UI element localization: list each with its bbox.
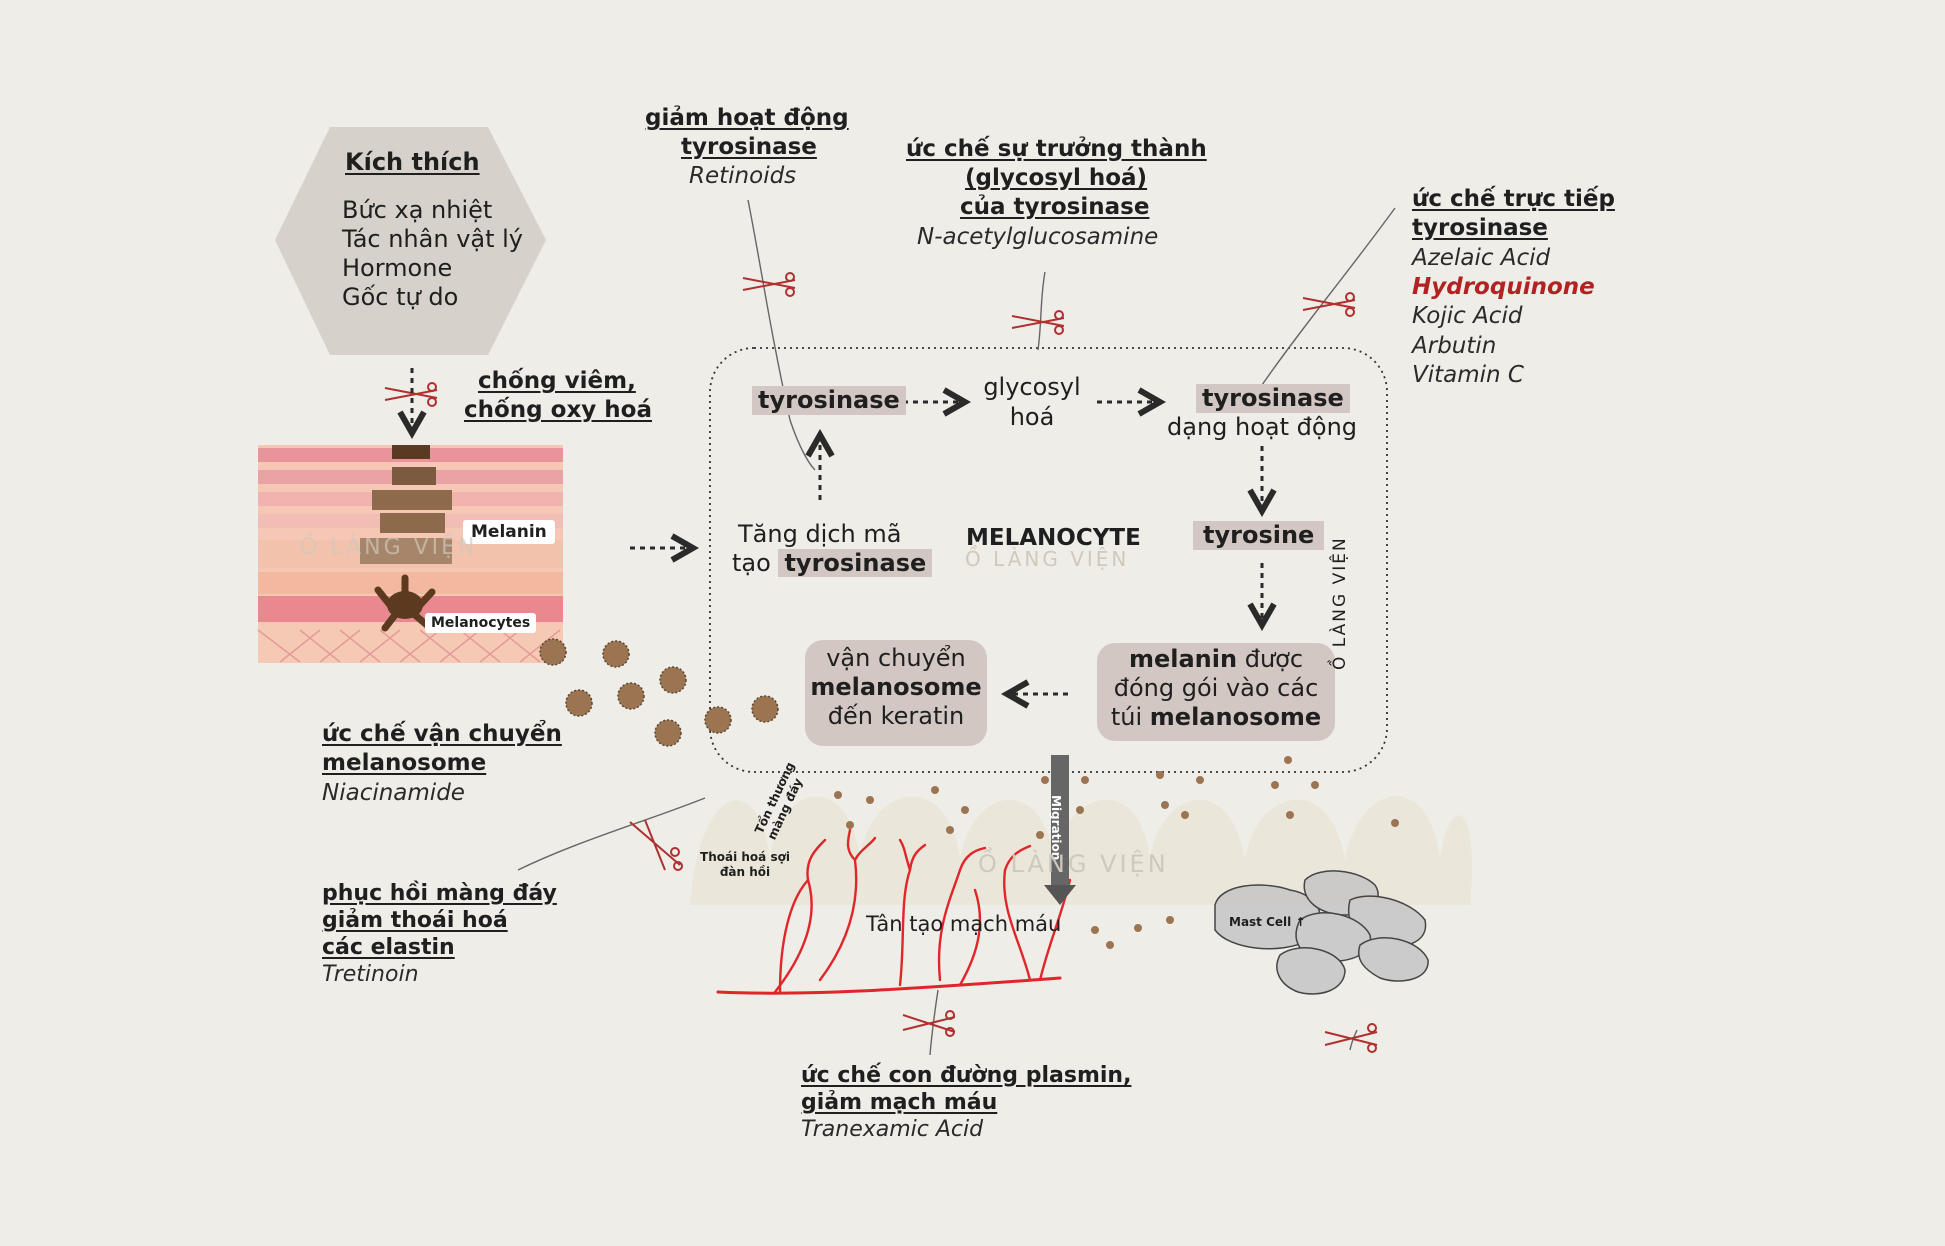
transport-box: vận chuyển melanosome đến keratin <box>805 640 987 746</box>
cell-watermark: Ồ LÀNG VIỆN <box>1330 536 1350 670</box>
active-tyrosinase-tag: tyrosinase <box>1196 384 1350 413</box>
tranexamic-agent: Tranexamic Acid <box>801 1117 984 1142</box>
transport-line-1: vận chuyển <box>826 644 966 672</box>
dermis-wave <box>690 796 1473 905</box>
glycosylation-heading-1: ức chế sự trưởng thành <box>906 136 1207 162</box>
tranexamic-heading-2: giảm mạch máu <box>801 1090 998 1115</box>
direct-inhibit-agent: Kojic Acid <box>1412 303 1523 329</box>
packaging-box: melanin được đóng gói vào các túi melano… <box>1097 643 1335 741</box>
mast-cells <box>1214 870 1429 995</box>
stimulus-title: Kích thích <box>345 148 480 176</box>
glycosylation-heading-2: (glycosyl hoá) <box>965 165 1148 191</box>
packaging-melanin: melanin <box>1128 645 1238 673</box>
direct-inhibit-agent-highlight: Hydroquinone <box>1412 274 1595 300</box>
elastin-line-1: Thoái hoá sợi <box>700 850 790 864</box>
stimulus-item: Hormone <box>342 254 453 282</box>
tyrosinase-tag: tyrosinase <box>752 386 906 415</box>
melanin-label: Melanin <box>463 520 555 544</box>
transcription-line-2: tạo tyrosinase <box>732 549 933 578</box>
stimulus-item: Tác nhân vật lý <box>342 225 524 253</box>
packaging-line-2: đóng gói vào các <box>1113 674 1319 702</box>
glycosylation-agent: N-acetylglucosamine <box>917 224 1159 250</box>
tretinoin-heading-1: phục hồi màng đáy <box>322 881 557 906</box>
melanosome-dots <box>539 638 779 747</box>
flow-arrows <box>412 368 1262 694</box>
retinoids-agent: Retinoids <box>689 163 797 189</box>
glycosyl-line-2: hoá <box>1009 403 1055 431</box>
migration-bar <box>1051 755 1069 885</box>
transcription-line-1: Tăng dịch mã <box>738 520 902 548</box>
active-form-label: dạng hoạt động <box>1167 413 1358 441</box>
anti-inflammation-line: chống viêm, <box>478 368 636 394</box>
tretinoin-heading-3: các elastin <box>322 935 455 960</box>
stimulus-item: Bức xạ nhiệt <box>342 196 493 224</box>
tranexamic-heading-1: ức chế con đường plasmin, <box>801 1063 1132 1088</box>
transcription-tyrosinase: tyrosinase <box>778 549 933 577</box>
pointer-lines <box>517 199 1396 1056</box>
angiogenesis-label: Tân tạo mạch máu <box>866 912 1062 936</box>
direct-inhibit-heading-1: ức chế trực tiếp <box>1412 186 1615 212</box>
elastin-line-2: đàn hồi <box>719 865 771 879</box>
elastin-degeneration-label: Thoái hoá sợi đàn hồi <box>700 850 790 880</box>
small-dots <box>834 756 1399 949</box>
glycosylation-heading-3: của tyrosinase <box>960 194 1150 220</box>
tretinoin-agent: Tretinoin <box>322 962 419 987</box>
transport-line-2: melanosome <box>810 673 982 701</box>
scissors-icon <box>384 272 1378 1053</box>
melanocyte-title: MELANOCYTE <box>966 525 1141 551</box>
stimulus-hexagon <box>275 127 546 355</box>
tyrosine-tag: tyrosine <box>1193 521 1325 550</box>
tretinoin-heading-2: giảm thoái hoá <box>322 908 508 933</box>
direct-inhibit-agent: Azelaic Acid <box>1412 245 1551 271</box>
watermark-skin: Ồ LÀNG VIỆN <box>300 535 478 560</box>
packaging-line-1: melanin được <box>1097 645 1335 674</box>
anti-oxidation-line: chống oxy hoá <box>464 397 652 423</box>
niacinamide-agent: Niacinamide <box>322 780 465 806</box>
melanocyte-cell <box>709 347 1388 773</box>
direct-inhibit-agent: Arbutin <box>1412 333 1497 359</box>
glycosyl-line-1: glycosyl <box>983 373 1081 401</box>
stimulus-item: Gốc tự do <box>342 283 459 311</box>
direct-inhibit-heading-2: tyrosinase <box>1412 215 1548 241</box>
niacinamide-heading-1: ức chế vận chuyển <box>322 721 562 747</box>
niacinamide-heading-2: melanosome <box>322 750 487 776</box>
packaging-prefix: túi <box>1110 703 1150 731</box>
transport-line-3: đến keratin <box>827 702 965 730</box>
watermark: Ồ LÀNG VIỆN <box>965 547 1130 571</box>
transcription-prefix: tạo <box>732 549 771 577</box>
packaging-rest: được <box>1237 645 1304 673</box>
watermark-dermis: Ồ LÀNG VIỆN <box>978 850 1169 878</box>
packaging-melanosome: melanosome <box>1149 703 1322 731</box>
migration-arrowhead <box>1044 885 1076 905</box>
direct-inhibit-agent: Vitamin C <box>1412 362 1524 388</box>
retinoids-heading-2: tyrosinase <box>681 134 817 160</box>
packaging-line-3: túi melanosome <box>1097 703 1335 732</box>
mast-cell-label: Mast Cell ↑ <box>1229 915 1306 929</box>
melanocytes-label: Melanocytes <box>425 613 537 633</box>
retinoids-heading-1: giảm hoạt động <box>645 105 849 131</box>
